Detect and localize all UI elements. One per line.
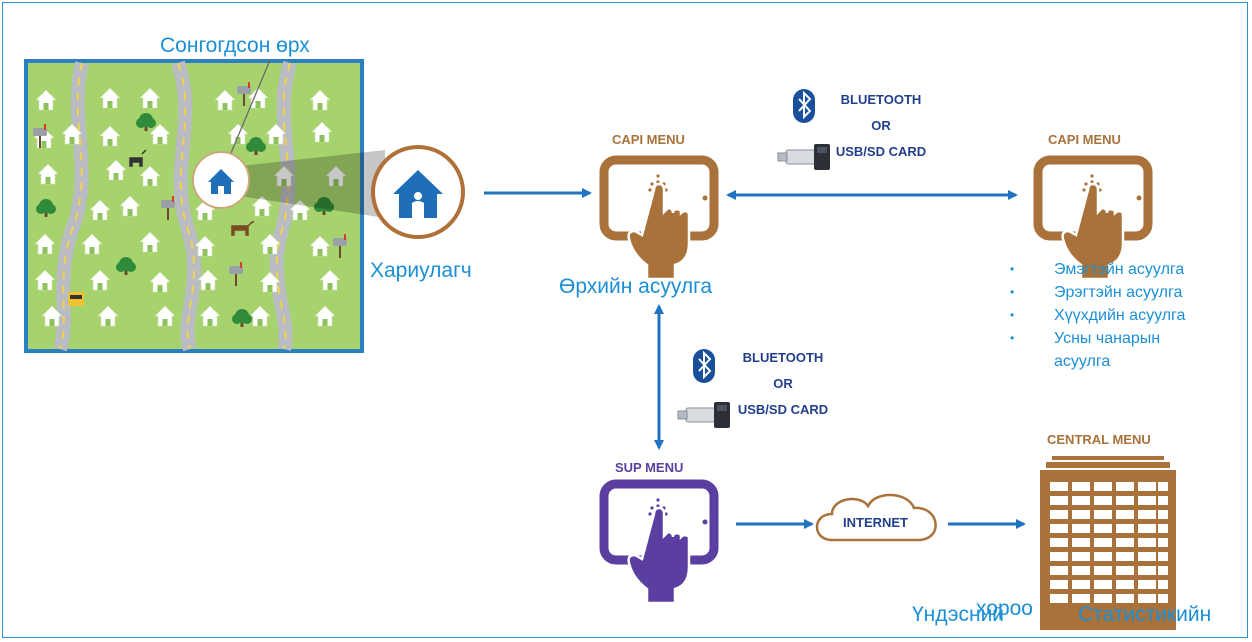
list-item: Эмэгтэйн асуулга <box>1010 258 1250 281</box>
internet-label: INTERNET <box>843 515 908 530</box>
national-label: Үндэсний <box>912 603 1005 626</box>
committee-label: хороо <box>976 597 1033 620</box>
usb-sd-card-icon <box>677 401 731 429</box>
bluetooth-icon <box>693 349 715 383</box>
transfer-mid-block: BLUETOOTH OR USB/SD CARD <box>728 345 838 423</box>
bluetooth-icon <box>793 89 815 123</box>
sup-menu-tag: SUP MENU <box>615 460 684 475</box>
sup-tablet <box>604 484 714 603</box>
transfer-line-or: OR <box>773 376 793 391</box>
transfer-line-or: OR <box>871 118 891 133</box>
selected-household-label: Сонгогдсон өрх <box>160 34 310 57</box>
list-item: Эрэгтэйн асуулга <box>1010 281 1250 304</box>
statistics-label: Статистикийн <box>1078 603 1212 626</box>
flow-arrows <box>484 188 1026 529</box>
transfer-line-usb: USB/SD CARD <box>737 402 829 417</box>
capi-tablet-left <box>604 160 714 279</box>
neighborhood-map <box>24 59 385 353</box>
central-building-icon <box>1040 456 1176 630</box>
capi-menu-right-tag: CAPI MENU <box>1048 132 1121 147</box>
respondent-label: Хариулагч <box>370 259 472 282</box>
transfer-line-usb: USB/SD CARD <box>835 144 927 159</box>
respondent-icon <box>371 145 465 239</box>
transfer-line-bluetooth: BLUETOOTH <box>742 350 824 365</box>
household-survey-label: Өрхийн асуулга <box>559 275 713 298</box>
questionnaire-list: Эмэгтэйн асуулга Эрэгтэйн асуулга Хүүхди… <box>1010 258 1250 373</box>
central-menu-tag: CENTRAL MENU <box>1047 432 1151 447</box>
usb-sd-card-icon <box>777 143 831 171</box>
capi-menu-left-tag: CAPI MENU <box>612 132 685 147</box>
internet-cloud-icon <box>815 493 937 542</box>
transfer-top-block: BLUETOOTH OR USB/SD CARD <box>826 87 936 165</box>
selected-house-icon <box>208 169 234 194</box>
transfer-line-bluetooth: BLUETOOTH <box>840 92 922 107</box>
list-item: Усны чанарын асуулга <box>1010 327 1174 373</box>
list-item: Хүүхдийн асуулга <box>1010 304 1250 327</box>
